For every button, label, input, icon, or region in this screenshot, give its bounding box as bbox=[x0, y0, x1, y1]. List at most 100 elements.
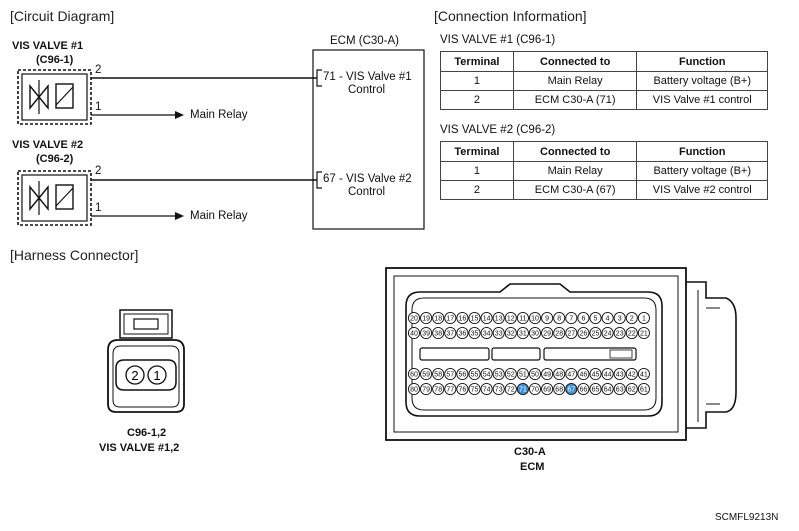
ecm-pin-50 bbox=[528, 367, 542, 381]
ecm-title: ECM (C30-A) bbox=[330, 35, 400, 47]
ecm-pin-label: 41 bbox=[640, 372, 648, 379]
ecm-pin-label: 14 bbox=[483, 316, 491, 323]
ecm-pin-71 bbox=[516, 382, 529, 396]
valve2-main-relay: Main Relay bbox=[190, 210, 248, 222]
ecm-pin-label: 45 bbox=[592, 372, 600, 379]
table-header-cell: Connected to bbox=[512, 51, 638, 72]
ecm-pin-31 bbox=[516, 326, 529, 340]
ecm-pin-label: 54 bbox=[483, 372, 491, 379]
ecm-pin-46 bbox=[577, 367, 590, 381]
ecm-pin-label: 3 bbox=[618, 316, 622, 323]
ecm-pin-label: 50 bbox=[531, 372, 539, 379]
table-row: 1 Main Relay Battery voltage (B+) bbox=[440, 161, 768, 181]
ecm-pin-label: 53 bbox=[495, 372, 503, 379]
ecm-pin-label: 57 bbox=[446, 372, 454, 379]
valve1-pin2-label: 2 bbox=[95, 64, 102, 76]
ecm-pin-label: 28 bbox=[555, 331, 563, 338]
table-header-cell: Terminal bbox=[440, 141, 514, 162]
ecm-pin-8 bbox=[553, 311, 566, 325]
ecm-pin-label: 44 bbox=[604, 372, 612, 379]
svg-text:2: 2 bbox=[131, 368, 138, 383]
ecm-pin-label: 23 bbox=[616, 331, 624, 338]
table-cell: ECM C30-A (67) bbox=[512, 180, 638, 200]
ecm-pin-label: 49 bbox=[543, 372, 551, 379]
ecm-pin-56 bbox=[456, 367, 469, 381]
ecm-pin-80 bbox=[407, 382, 421, 396]
ecm-pin-label: 12 bbox=[507, 316, 515, 323]
ecm-pin-77 bbox=[444, 382, 457, 396]
ecm-pin-label: 34 bbox=[483, 331, 491, 338]
table-row: 2 ECM C30-A (71) VIS Valve #1 control bbox=[440, 90, 768, 110]
ecm-pin-label: 33 bbox=[495, 331, 503, 338]
ecm-pin-label: 60 bbox=[410, 372, 418, 379]
ecm-pin-33 bbox=[492, 326, 505, 340]
ecm-pin-72 bbox=[504, 382, 517, 396]
ecm-pin-69 bbox=[541, 382, 554, 396]
ecm-pin-64 bbox=[601, 382, 614, 396]
ecm-pin-label: 38 bbox=[434, 331, 442, 338]
ecm-pin-label: 21 bbox=[640, 331, 648, 338]
ecm-pin-6 bbox=[577, 311, 590, 325]
table-header-cell: Function bbox=[636, 51, 768, 72]
ecm-pin-3 bbox=[613, 311, 626, 325]
ecm-pin-label: 4 bbox=[606, 316, 610, 323]
ecm-pin-29 bbox=[541, 326, 554, 340]
ecm-pin-label: 77 bbox=[446, 387, 454, 394]
ecm-pin-label: 78 bbox=[434, 387, 442, 394]
ecm-pin-32 bbox=[504, 326, 517, 340]
ecm-pin-label: 73 bbox=[495, 387, 503, 394]
ecm-pin-44 bbox=[601, 367, 614, 381]
ecm-pin71-line1: 71 - VIS Valve #1 bbox=[323, 71, 412, 83]
ecm-pin-label: 70 bbox=[531, 387, 539, 394]
table2: Terminal Connected to Function 1 Main Re… bbox=[440, 141, 768, 200]
ecm-pin-66 bbox=[577, 382, 590, 396]
ecm-pin-45 bbox=[589, 367, 602, 381]
ecm-pin-label: 26 bbox=[580, 331, 588, 338]
vis-connector-caption1: C96-1,2 bbox=[127, 427, 167, 439]
table-cell: Main Relay bbox=[512, 71, 638, 91]
ecm-pin-15 bbox=[468, 311, 481, 325]
ecm-pin-14 bbox=[480, 311, 493, 325]
ecm-pin-label: 32 bbox=[507, 331, 515, 338]
ecm-pin-label: 74 bbox=[483, 387, 491, 394]
ecm-pin-label: 66 bbox=[580, 387, 588, 394]
table-cell: Main Relay bbox=[512, 161, 638, 181]
valve1-symbol bbox=[17, 69, 92, 125]
ecm-pin-11 bbox=[516, 311, 529, 325]
ecm-pin-78 bbox=[432, 382, 445, 396]
ecm-pin-63 bbox=[613, 382, 626, 396]
ecm-pin-21 bbox=[637, 326, 650, 340]
ecm-pin-label: 37 bbox=[446, 331, 454, 338]
ecm-pin-2 bbox=[625, 311, 638, 325]
table-header-cell: Terminal bbox=[440, 51, 514, 72]
ecm-pin-54 bbox=[480, 367, 493, 381]
ecm-pin-37 bbox=[444, 326, 457, 340]
svg-text:1: 1 bbox=[153, 368, 160, 383]
ecm-pin-label: 69 bbox=[543, 387, 551, 394]
table-cell: 2 bbox=[440, 180, 514, 200]
ecm-pin-25 bbox=[589, 326, 602, 340]
ecm-pin-label: 76 bbox=[459, 387, 467, 394]
ecm-pin-13 bbox=[492, 311, 505, 325]
valve2-title: VIS VALVE #2 bbox=[12, 139, 84, 151]
ecm-pin-label: 39 bbox=[422, 331, 430, 338]
valve1-title: VIS VALVE #1 bbox=[12, 40, 84, 52]
table2-header-row: Terminal Connected to Function bbox=[440, 141, 768, 162]
ecm-pin-28 bbox=[553, 326, 566, 340]
ecm-pin-58 bbox=[432, 367, 445, 381]
valve2-pin2-label: 2 bbox=[95, 165, 102, 177]
ecm-pin-49 bbox=[541, 367, 554, 381]
ecm-pin-27 bbox=[565, 326, 578, 340]
ecm-pin-label: 9 bbox=[545, 316, 549, 323]
ecm-pin-51 bbox=[516, 367, 529, 381]
ecm-pin-4 bbox=[601, 311, 614, 325]
ecm-pin-60 bbox=[407, 367, 421, 381]
ecm-pin-16 bbox=[456, 311, 469, 325]
ecm-pin-label: 24 bbox=[604, 331, 612, 338]
ecm-pin-label: 46 bbox=[580, 372, 588, 379]
ecm-box bbox=[312, 49, 425, 230]
ecm-pin-label: 80 bbox=[410, 387, 418, 394]
ecm-pin-label: 48 bbox=[555, 372, 563, 379]
